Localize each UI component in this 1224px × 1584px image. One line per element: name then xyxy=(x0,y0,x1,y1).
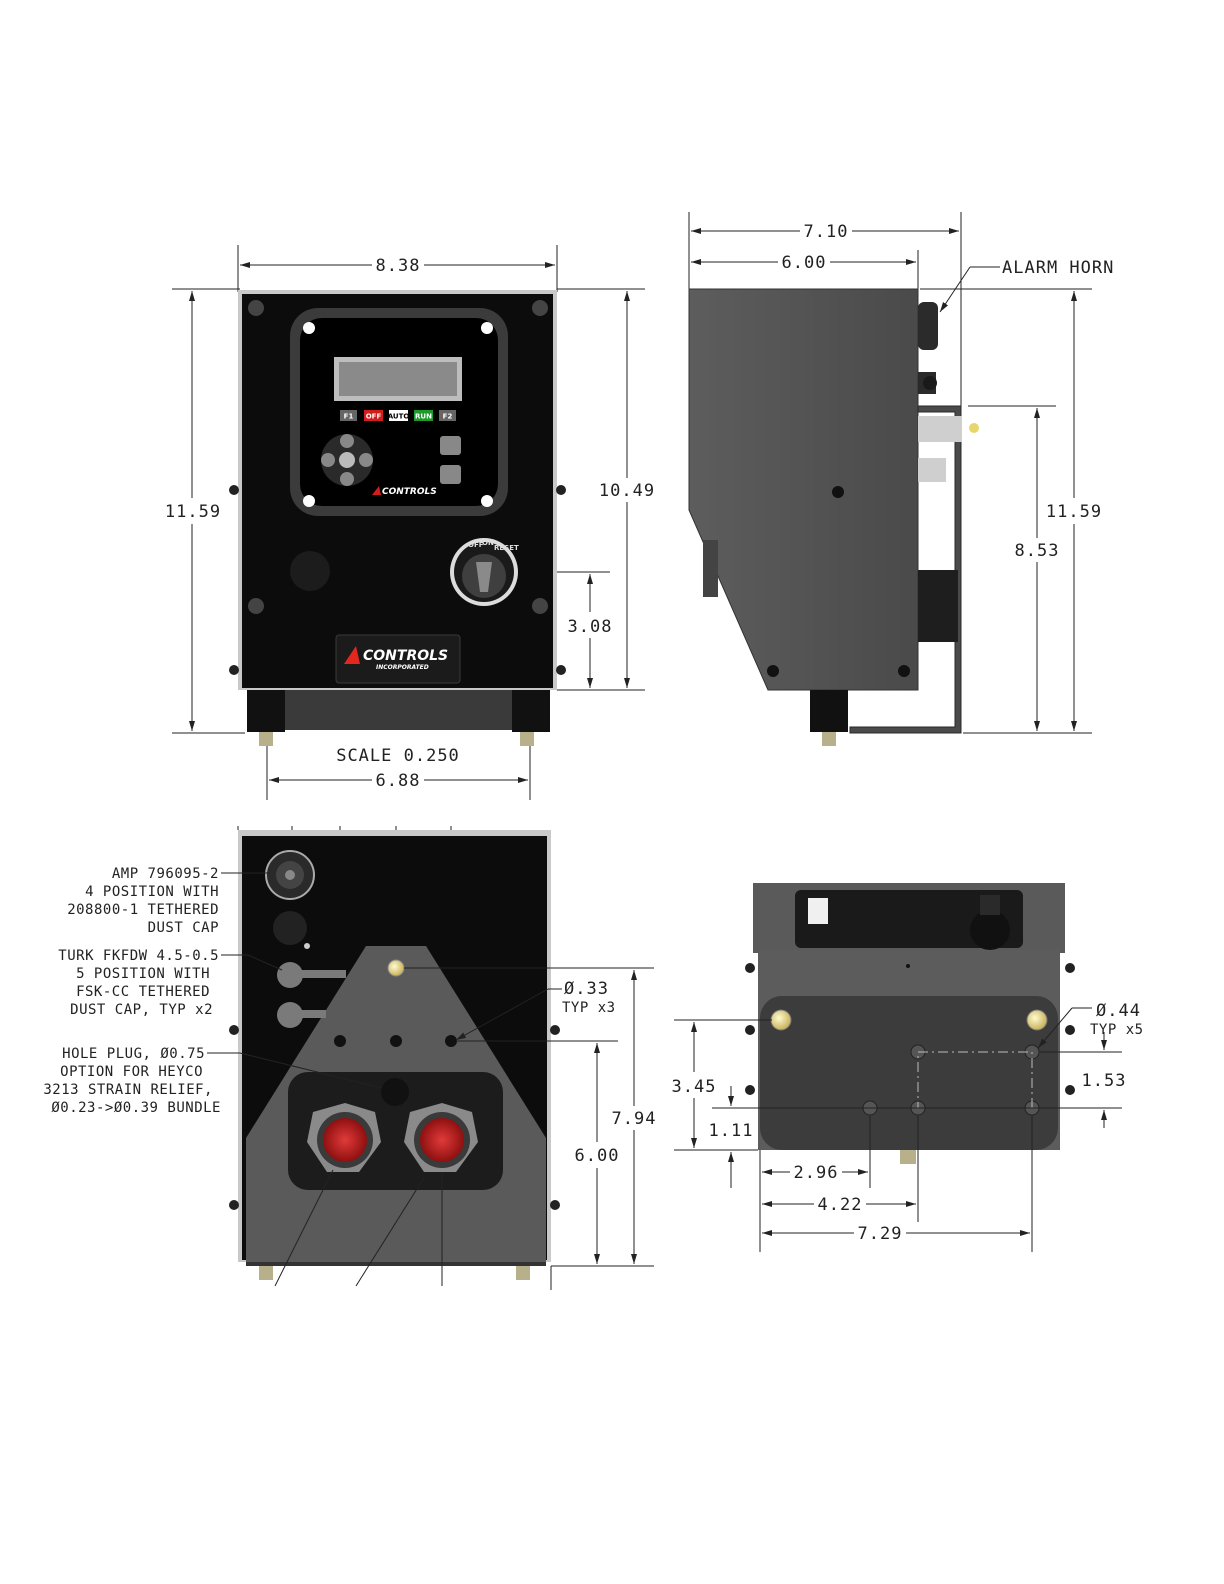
note-line: 4 POSITION WITH xyxy=(85,884,219,900)
keypad-key-label: OFF xyxy=(366,413,382,421)
amp-note: AMP 796095-2 4 POSITION WITH 208800-1 TE… xyxy=(67,866,270,936)
dim-top-345: 3.45 xyxy=(672,1077,717,1097)
hole-note-bottom: Ø.33 TYP x3 xyxy=(455,979,616,1041)
logo-subtext: INCORPORATED xyxy=(376,664,429,671)
mounting-bracket xyxy=(849,405,962,734)
dim-top-153: 1.53 xyxy=(1082,1071,1127,1091)
note-line: HOLE PLUG, Ø0.75 xyxy=(62,1046,205,1062)
keypad-button-f2[interactable]: F2 xyxy=(439,410,456,421)
arrow-up-icon[interactable] xyxy=(340,434,354,448)
keypad-button-off[interactable]: OFF xyxy=(364,410,383,421)
note-line: AMP 796095-2 xyxy=(112,866,219,882)
note-line: DUST CAP, TYP x2 xyxy=(70,1002,213,1018)
logo-plate xyxy=(335,634,461,684)
switch-handle[interactable] xyxy=(476,562,492,592)
dim-bottom-600: 6.00 xyxy=(575,1146,620,1166)
switch-label-reset: RESET xyxy=(494,544,519,552)
dim-switch-height: 3.08 xyxy=(568,617,613,637)
arrow-down-icon[interactable] xyxy=(340,472,354,486)
dim-front-base: 6.88 xyxy=(376,771,421,791)
note-line: 208800-1 TETHERED xyxy=(67,902,219,918)
side-view: 7.10 6.00 ALARM HORN 11.59 8.53 xyxy=(688,212,1114,746)
menu-lines-icon[interactable] xyxy=(359,453,373,467)
keypad-nav-pad[interactable] xyxy=(321,434,373,486)
side-body xyxy=(688,288,919,691)
hole-plug xyxy=(381,1078,409,1106)
dim-side-height: 11.59 xyxy=(1046,502,1102,522)
top-hole-note-2: TYP x5 xyxy=(1090,1022,1144,1038)
bottom-view: AMP 796095-2 4 POSITION WITH 208800-1 TE… xyxy=(43,826,657,1290)
keypad-logo: CONTROLS xyxy=(382,487,437,497)
note-line: 5 POSITION WITH xyxy=(76,966,210,982)
red-connector-left xyxy=(307,1103,381,1172)
dim-bracket-height: 8.53 xyxy=(1015,541,1060,561)
dust-cap xyxy=(273,911,307,945)
dim-bottom-794: 7.94 xyxy=(612,1109,657,1129)
side-connector-3 xyxy=(918,570,958,642)
dim-front-width: 8.38 xyxy=(376,256,421,276)
dim-top-111: 1.11 xyxy=(709,1121,754,1141)
dim-top-296: 2.96 xyxy=(794,1163,839,1183)
alarm-horn-label: ALARM HORN xyxy=(1002,258,1114,278)
keypad-key-label: RUN xyxy=(415,413,432,421)
enter-icon[interactable] xyxy=(339,452,355,468)
keypad-key-label: AUTO xyxy=(388,413,410,421)
note-line: TURK FKFDW 4.5-0.5 xyxy=(58,948,219,964)
rotary-switch[interactable]: OFF ON RESET xyxy=(450,538,519,606)
dim-front-inner-height: 10.49 xyxy=(599,481,655,501)
note-line: Ø.33 xyxy=(564,979,609,999)
top-view: Ø.44 TYP x5 3.45 1.11 1.53 2.96 4.22 7.2… xyxy=(672,883,1144,1252)
plug-note: HOLE PLUG, Ø0.75 OPTION FOR HEYCO 3213 S… xyxy=(43,1046,383,1116)
note-line: DUST CAP xyxy=(148,920,219,936)
dim-side-depth: 7.10 xyxy=(804,222,849,242)
turk-note: TURK FKFDW 4.5-0.5 5 POSITION WITH FSK-C… xyxy=(58,948,283,1018)
scale-label: SCALE 0.250 xyxy=(336,746,460,766)
note-line: 3213 STRAIN RELIEF, xyxy=(43,1082,213,1098)
dim-top-422: 4.22 xyxy=(818,1195,863,1215)
red-connector-right xyxy=(404,1103,478,1172)
note-line: FSK-CC TETHERED xyxy=(76,984,210,1000)
logo-text: CONTROLS xyxy=(363,648,448,664)
top-connector xyxy=(970,910,1010,950)
top-hole-note-1: Ø.44 xyxy=(1096,1001,1141,1021)
keypad-key-label: F2 xyxy=(443,413,453,421)
keypad-logo-mark-icon xyxy=(372,486,381,495)
arrow-left-icon[interactable] xyxy=(321,453,335,467)
keypad-button-auto[interactable]: AUTO xyxy=(388,410,410,421)
switch-label-off: OFF xyxy=(468,541,484,549)
dim-front-height: 11.59 xyxy=(165,502,221,522)
note-line: OPTION FOR HEYCO xyxy=(60,1064,203,1080)
dim-top-729: 7.29 xyxy=(858,1224,903,1244)
keypad-button-run[interactable]: RUN xyxy=(414,410,433,421)
switch-label-on: ON xyxy=(482,539,494,547)
tortoise-speed-button[interactable] xyxy=(440,465,461,484)
note-line: TYP x3 xyxy=(562,1000,616,1016)
side-connector-1 xyxy=(918,416,962,442)
keypad-button-f1[interactable]: F1 xyxy=(340,410,357,421)
hare-speed-button[interactable] xyxy=(440,436,461,455)
logo-mark-icon xyxy=(344,646,360,664)
note-line: Ø0.23->Ø0.39 BUNDLE xyxy=(51,1100,221,1116)
front-view: F1 OFF AUTO RUN F2 CONTROLS xyxy=(165,245,655,800)
dim-side-body-depth: 6.00 xyxy=(782,253,827,273)
alarm-horn xyxy=(918,302,938,350)
side-connector-2 xyxy=(918,458,946,482)
keypad-key-label: F1 xyxy=(344,413,354,421)
front-blank-plug xyxy=(290,551,330,591)
